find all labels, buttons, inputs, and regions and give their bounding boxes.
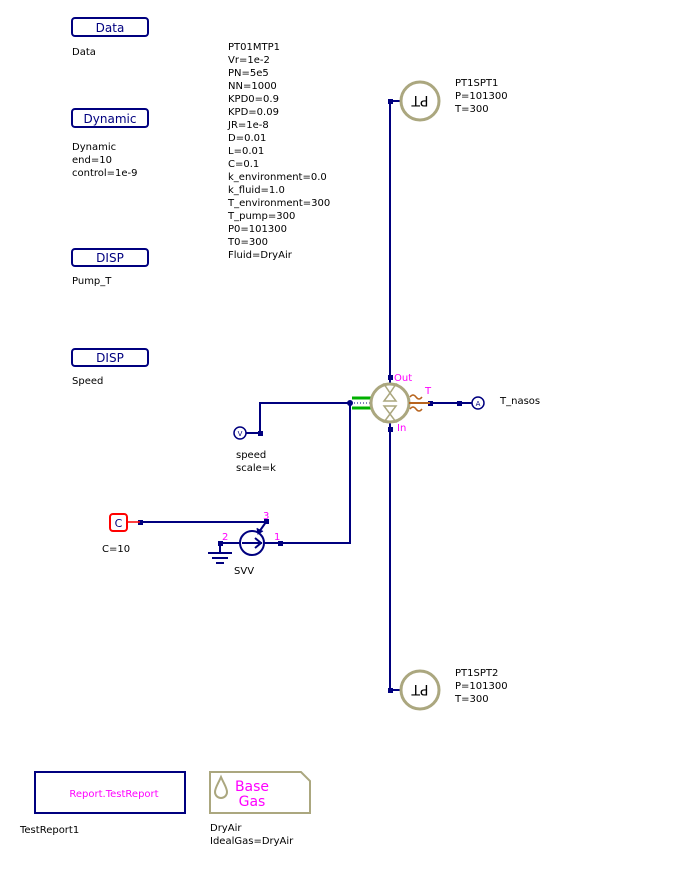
constant-block[interactable]: C C=10 <box>102 513 140 555</box>
pump-param: T_pump=300 <box>227 211 295 222</box>
pump-param: NN=1000 <box>228 81 277 92</box>
data-button-label: Data <box>96 21 125 35</box>
speed-label: speed <box>236 450 266 461</box>
base-gas-block[interactable]: Base Gas DryAir IdealGas=DryAir <box>209 771 311 847</box>
pump-param: D=0.01 <box>228 133 266 144</box>
drop-icon <box>213 774 229 799</box>
pump-param: PT01MTP1 <box>228 42 280 53</box>
constant-symbol: C <box>115 517 123 530</box>
dynamic-button-label: Dynamic <box>84 112 137 126</box>
pump-param: T0=300 <box>227 237 268 248</box>
pump-parameters: PT01MTP1Vr=1e-2PN=5e5NN=1000KPD0=0.9KPD=… <box>227 42 330 261</box>
source-bottom-p: P=101300 <box>455 681 508 692</box>
source-top-p: P=101300 <box>455 91 508 102</box>
sensor-symbol: A <box>476 400 481 408</box>
speed-input[interactable]: V speed scale=k <box>233 426 276 474</box>
pressure-source-top[interactable]: PT PT1SPT1 P=101300 T=300 <box>399 78 508 122</box>
disp-button-label: DISP <box>96 251 124 265</box>
constant-label: C=10 <box>102 544 130 555</box>
pressure-source-bottom[interactable]: PT PT1SPT2 P=101300 T=300 <box>399 668 508 711</box>
report-label: TestReport1 <box>19 825 79 836</box>
valve-label: SVV <box>234 566 254 577</box>
pump-component[interactable]: Out In T <box>352 373 432 434</box>
speed-scale: scale=k <box>236 463 276 474</box>
pt-symbol: PT <box>411 681 428 697</box>
data-label: Data <box>72 47 96 58</box>
pump-param: L=0.01 <box>228 146 264 157</box>
test-report-block[interactable]: Report.TestReport TestReport1 <box>19 771 186 836</box>
pump-param: C=0.1 <box>228 159 259 170</box>
source-top-t: T=300 <box>454 104 489 115</box>
pump-param: k_environment=0.0 <box>228 172 327 183</box>
pump-param: k_fluid=1.0 <box>228 185 285 196</box>
ground-icon <box>208 543 232 564</box>
pump-param: Fluid=DryAir <box>228 250 293 261</box>
pump-param: KPD=0.09 <box>228 107 279 118</box>
dynamic-end: end=10 <box>72 155 112 166</box>
dynamic-block[interactable]: Dynamic Dynamic end=10 control=1e-9 <box>71 108 149 179</box>
gas-param: IdealGas=DryAir <box>210 836 294 847</box>
gas-name: DryAir <box>210 823 242 834</box>
pump-param: T_environment=300 <box>227 198 330 209</box>
source-top-name: PT1SPT1 <box>455 78 498 89</box>
disp-button-label: DISP <box>96 351 124 365</box>
wires <box>138 99 472 693</box>
port-out-label: Out <box>394 373 412 384</box>
valve-svv[interactable]: 1 2 3 SVV <box>208 511 280 577</box>
pump-param: P0=101300 <box>228 224 287 235</box>
pt-symbol: PT <box>411 92 428 108</box>
port-1-label: 1 <box>274 532 280 543</box>
pump-param: Vr=1e-2 <box>228 55 270 66</box>
source-bottom-name: PT1SPT2 <box>455 668 498 679</box>
pump-param: KPD0=0.9 <box>228 94 279 105</box>
temperature-sensor[interactable]: A T_nasos <box>471 396 540 410</box>
dynamic-label: Dynamic <box>72 142 116 153</box>
disp-speed-label: Speed <box>72 376 103 387</box>
port-3-label: 3 <box>263 511 269 522</box>
gas-title-1: Base <box>235 779 269 795</box>
port-2-label: 2 <box>222 532 228 543</box>
dynamic-control: control=1e-9 <box>72 168 138 179</box>
data-block[interactable]: Data Data <box>71 17 149 58</box>
report-text: Report.TestReport <box>69 789 158 800</box>
thermal-port-icon <box>409 394 430 412</box>
port-t-label: T <box>424 386 432 397</box>
sensor-label: T_nasos <box>499 396 540 407</box>
speed-symbol: V <box>238 430 243 438</box>
port-in-label: In <box>397 423 406 434</box>
disp-pump-block[interactable]: DISP Pump_T <box>71 248 149 287</box>
disp-pump-label: Pump_T <box>72 276 112 287</box>
pump-param: JR=1e-8 <box>227 120 269 131</box>
gas-title-2: Gas <box>239 794 266 810</box>
disp-speed-block[interactable]: DISP Speed <box>71 348 149 387</box>
source-bottom-t: T=300 <box>454 694 489 705</box>
pump-param: PN=5e5 <box>228 68 269 79</box>
